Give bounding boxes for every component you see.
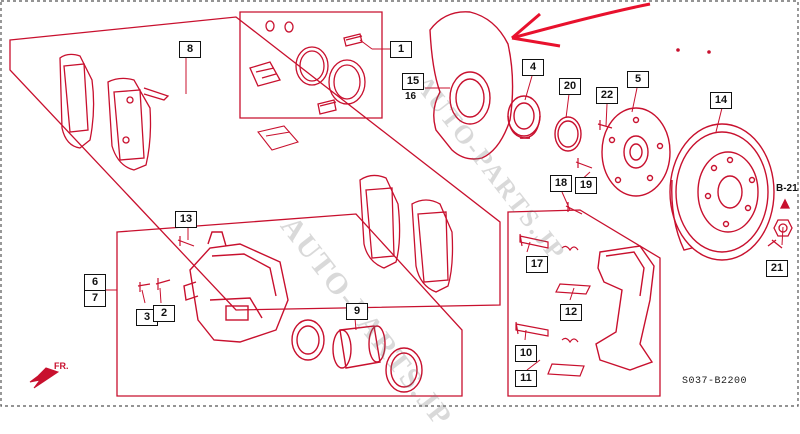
- callout-6[interactable]: 6: [84, 274, 106, 291]
- bolt-21: [767, 239, 783, 249]
- guide-pin-lower: [515, 321, 549, 337]
- marker-dot: [676, 48, 680, 52]
- callout-15[interactable]: 15: [402, 73, 424, 90]
- callout-14[interactable]: 14: [710, 92, 732, 109]
- stud-22: [597, 120, 613, 130]
- annotation-arrow: [511, 2, 651, 40]
- bleeder-cap: [155, 278, 171, 290]
- bolt-18: [565, 202, 583, 215]
- callout-16[interactable]: 16: [405, 91, 417, 102]
- seal-kit-parts: [249, 20, 366, 115]
- callout-b21[interactable]: B-21: [776, 183, 798, 194]
- callout-11[interactable]: 11: [515, 370, 537, 387]
- caliper-bracket: [595, 245, 655, 371]
- seal-kit-box: [239, 11, 383, 119]
- callout-13[interactable]: 13: [175, 211, 197, 228]
- callout-22[interactable]: 22: [596, 87, 618, 104]
- hub-nut: [773, 219, 793, 237]
- clip-11: [547, 363, 585, 377]
- wheel-hub: [601, 107, 671, 197]
- pad-kit-box: [9, 16, 501, 311]
- front-direction-label: FR.: [54, 361, 69, 371]
- callout-12[interactable]: 12: [560, 304, 582, 321]
- spring-upper: [561, 245, 579, 252]
- marker-dot: [707, 50, 711, 54]
- callout-21[interactable]: 21: [766, 260, 788, 277]
- caliper-box: [116, 213, 463, 397]
- callout-2[interactable]: 2: [153, 305, 175, 322]
- brake-assembly-diagram: [0, 0, 799, 407]
- stud-19: [575, 158, 593, 169]
- callout-1[interactable]: 1: [390, 41, 412, 58]
- callout-10[interactable]: 10: [515, 345, 537, 362]
- brake-disc: [669, 123, 775, 261]
- b21-arrow-icon: [779, 198, 791, 209]
- callout-8[interactable]: 8: [179, 41, 201, 58]
- callout-18[interactable]: 18: [550, 175, 572, 192]
- splash-shield: [429, 11, 514, 160]
- piston-and-seals: [291, 319, 423, 393]
- callout-7[interactable]: 7: [84, 290, 106, 307]
- brake-pads-lower: [359, 174, 454, 293]
- brake-pads-upper: [59, 53, 170, 171]
- outer-frame: [0, 0, 799, 407]
- spring-lower: [561, 337, 579, 344]
- callout-17[interactable]: 17: [526, 256, 548, 273]
- callout-4[interactable]: 4: [522, 59, 544, 76]
- bleeder-screw: [137, 282, 151, 292]
- callout-5[interactable]: 5: [627, 71, 649, 88]
- shim-clip: [257, 125, 299, 151]
- hub-bearing-parts: [507, 95, 582, 152]
- diagram-code: S037-B2200: [682, 376, 748, 387]
- clip-12: [555, 283, 591, 295]
- callout-9[interactable]: 9: [346, 303, 368, 320]
- callout-19[interactable]: 19: [575, 177, 597, 194]
- guide-pin-upper: [519, 233, 549, 249]
- front-direction-arrow-icon: [29, 367, 60, 389]
- callout-20[interactable]: 20: [559, 78, 581, 95]
- caliper-body: [183, 231, 289, 343]
- bolt-13: [177, 236, 195, 247]
